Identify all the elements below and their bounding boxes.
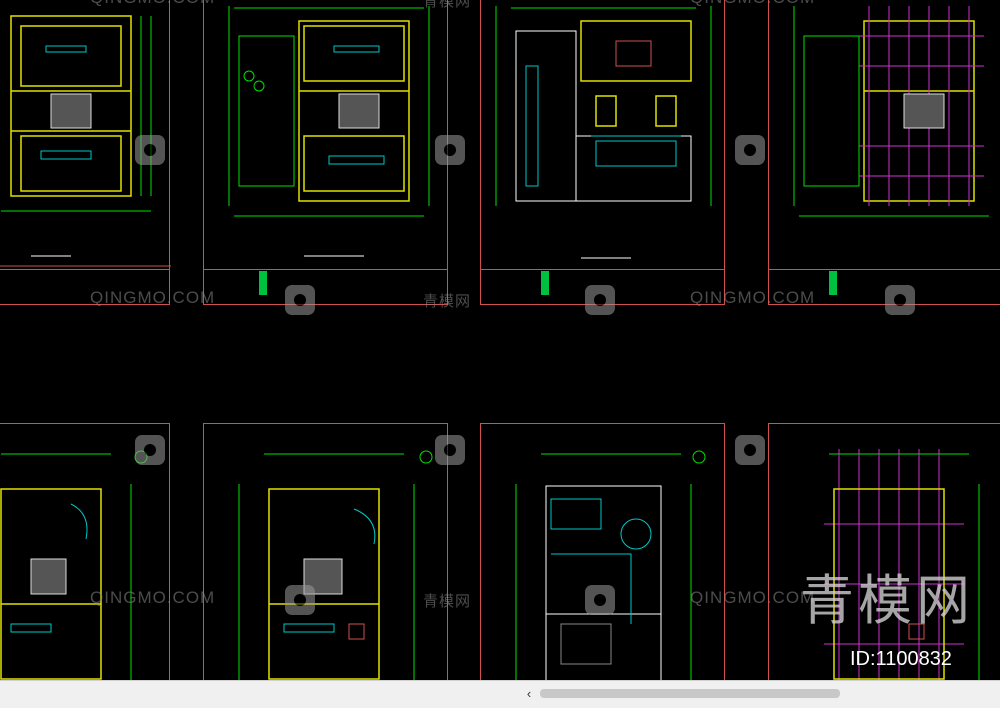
- floor-plan-drawing: [228, 6, 430, 295]
- ceiling-plan-drawing: [515, 450, 706, 680]
- watermark-logo-icon: [285, 285, 315, 315]
- watermark-logo-icon: [285, 585, 315, 615]
- floor-plan-drawing: [0, 15, 171, 267]
- sheet-top-3[interactable]: [480, 0, 725, 305]
- watermark-logo-icon: [585, 285, 615, 315]
- watermark-logo-icon: [135, 135, 165, 165]
- sheet-top-1[interactable]: [0, 0, 171, 305]
- watermark-logo-icon: [735, 135, 765, 165]
- watermark-logo-icon: [435, 435, 465, 465]
- sheet-bottom-1[interactable]: [0, 423, 170, 680]
- floor-plan-drawing: [0, 450, 148, 680]
- sheet-top-2[interactable]: [203, 0, 448, 305]
- watermark-logo-icon: [435, 135, 465, 165]
- watermark-logo-icon: [135, 435, 165, 465]
- sheet-bottom-2[interactable]: [203, 423, 448, 680]
- horizontal-scrollbar[interactable]: ‹: [0, 680, 1000, 708]
- grid-plan-drawing: [824, 449, 980, 680]
- resource-id-label: ID:1100832: [850, 648, 952, 670]
- sheet-bottom-4[interactable]: [768, 423, 1000, 680]
- sheet-bottom-3[interactable]: [480, 423, 725, 680]
- brand-watermark: 青模网: [800, 569, 974, 632]
- title-block: [0, 269, 169, 304]
- title-block: [481, 269, 724, 304]
- scrollbar-thumb[interactable]: [540, 689, 840, 698]
- floor-plan-drawing: [238, 450, 433, 680]
- watermark-logo-icon: [735, 435, 765, 465]
- title-block: [204, 269, 447, 304]
- cad-model-space[interactable]: QINGMO.COM QINGMO.COM QINGMO.COM QINGMO.…: [0, 0, 1000, 680]
- scroll-left-arrow-icon[interactable]: ‹: [526, 686, 532, 701]
- sheet-top-4[interactable]: [768, 0, 1000, 305]
- watermark-logo-icon: [885, 285, 915, 315]
- grid-plan-drawing: [793, 6, 989, 295]
- ceiling-plan-drawing: [495, 6, 712, 295]
- watermark-logo-icon: [585, 585, 615, 615]
- title-block: [769, 269, 1000, 304]
